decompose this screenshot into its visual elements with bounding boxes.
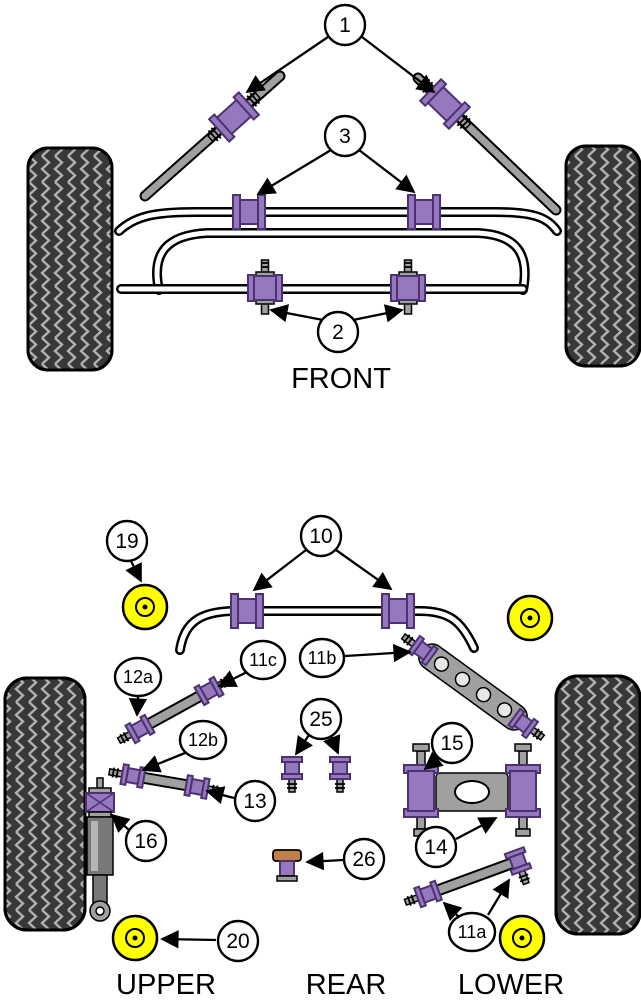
callout-26: 26 xyxy=(305,837,386,881)
callout-20-label: 20 xyxy=(226,930,249,953)
front-anti-roll-bar xyxy=(114,207,562,236)
callout-1-label: 1 xyxy=(339,14,351,37)
callout-1-arrow-left xyxy=(245,36,329,94)
front-drop-link-right xyxy=(410,69,562,216)
callout-26-label: 26 xyxy=(352,848,375,871)
callout-10-label: 10 xyxy=(309,525,332,548)
callout-11b-label: 11b xyxy=(308,648,337,668)
callout-3-label: 3 xyxy=(339,125,351,148)
callout-1-arrow-right xyxy=(361,36,436,94)
rear-toe-arm xyxy=(396,627,550,747)
tire-rear-left xyxy=(3,676,87,932)
callout-14: 14 xyxy=(414,816,498,869)
tire-front-right xyxy=(564,144,641,368)
callout-11b: 11b xyxy=(298,637,412,679)
callout-2-label: 2 xyxy=(332,321,344,344)
rear-lower-arm xyxy=(401,846,537,913)
callout-1: 1 xyxy=(245,3,436,94)
rear-shock-absorber xyxy=(85,777,115,922)
rear-subframe-mount-assembly xyxy=(403,743,541,837)
callout-12a-label: 12a xyxy=(123,667,154,687)
callout-13-label: 13 xyxy=(243,790,266,813)
rear-upper-arm-2 xyxy=(106,760,224,803)
rear-arb-bushing-right xyxy=(381,593,415,629)
rear-lower-arm-bushing-left xyxy=(401,879,443,913)
rear-top-mount-left xyxy=(121,583,169,631)
rear-top-mount-right xyxy=(506,594,554,642)
callout-26-arrow xyxy=(305,851,344,871)
callout-11a: 11a xyxy=(442,878,510,953)
rear-subframe-bushing-left xyxy=(403,743,439,837)
callout-19: 19 xyxy=(105,519,149,583)
callout-3-arrow-right xyxy=(358,149,416,194)
callout-16-label: 16 xyxy=(134,830,157,853)
rear-lower-label: LOWER xyxy=(458,969,564,1000)
rear-bottom-mount-right xyxy=(498,914,546,962)
rear-upper-label: UPPER xyxy=(116,969,216,1000)
rear-arm2-bushing-outer xyxy=(106,760,147,789)
rear-arm1-bushing-inner xyxy=(193,669,236,707)
callout-11a-arrow-right xyxy=(487,878,510,916)
callout-19-label: 19 xyxy=(115,530,138,553)
rear-arm1-bushing-outer xyxy=(113,713,156,751)
callout-11c: 11c xyxy=(217,639,287,688)
front-arm-bushing-right xyxy=(390,259,426,315)
front-arm-bushing-left xyxy=(247,259,283,315)
callout-2: 2 xyxy=(269,304,404,354)
callout-15: 15 xyxy=(423,721,474,771)
rear-suspension-diagram: 19 10 12a 11c 11b 12b xyxy=(3,514,641,1000)
callout-13: 13 xyxy=(205,779,277,823)
callout-11c-arrow xyxy=(217,670,248,688)
front-suspension-diagram: 1 3 2 FRONT xyxy=(26,3,641,395)
callout-16: 16 xyxy=(110,813,168,863)
callout-10: 10 xyxy=(252,514,393,592)
callout-10-arrow-left xyxy=(252,549,307,592)
callout-25-arrow-right xyxy=(323,734,341,755)
rear-rear-label: REAR xyxy=(306,969,387,1000)
callout-3-arrow-left xyxy=(256,149,332,195)
callout-25-label: 25 xyxy=(309,708,332,731)
callout-12b-arrow xyxy=(141,751,186,773)
rear-bottom-mount-left xyxy=(111,914,159,962)
callout-20-arrow xyxy=(160,930,217,949)
callout-25-arrow-left xyxy=(294,734,313,756)
tire-front-left xyxy=(26,146,114,372)
callout-12b-label: 12b xyxy=(188,730,218,750)
rear-arm2-bushing-inner xyxy=(183,774,224,803)
callout-12a: 12a xyxy=(113,656,163,717)
front-arb-bushing-right xyxy=(407,194,441,230)
rear-bump-stop-bushing xyxy=(272,849,302,882)
front-arb-bushing-left xyxy=(232,194,266,230)
callout-3: 3 xyxy=(256,114,416,195)
callout-14-label: 14 xyxy=(424,836,448,859)
callout-11a-arrow-left xyxy=(442,901,463,922)
callout-2-arrow-left xyxy=(269,304,324,323)
rear-anti-roll-bar xyxy=(175,606,479,655)
callout-25: 25 xyxy=(294,697,343,756)
callout-11c-label: 11c xyxy=(249,650,277,670)
front-section-label: FRONT xyxy=(291,363,391,395)
rear-arb-bushing-left xyxy=(230,593,264,629)
rear-link-bushing-left xyxy=(281,756,303,793)
callout-10-arrow-right xyxy=(335,549,393,591)
callout-12a-arrow xyxy=(128,696,148,717)
callout-11a-label: 11a xyxy=(458,922,488,942)
callout-15-label: 15 xyxy=(440,732,463,755)
callout-11b-arrow xyxy=(344,643,412,663)
callout-2-arrow-right xyxy=(352,304,404,323)
callout-19-arrow xyxy=(125,560,143,583)
callout-15-arrow xyxy=(423,751,444,771)
rear-upper-arm-1 xyxy=(113,669,236,751)
front-drop-link-left xyxy=(139,70,286,202)
callout-12b: 12b xyxy=(141,719,228,773)
callout-20: 20 xyxy=(160,919,260,963)
rear-subframe-bushing-right xyxy=(505,743,541,837)
rear-link-bushing-right xyxy=(329,756,351,793)
callout-13-arrow xyxy=(205,786,235,805)
callout-14-arrow xyxy=(455,816,498,841)
callout-16-arrow xyxy=(110,813,131,833)
front-subframe xyxy=(116,228,530,295)
tire-rear-right xyxy=(554,674,641,936)
